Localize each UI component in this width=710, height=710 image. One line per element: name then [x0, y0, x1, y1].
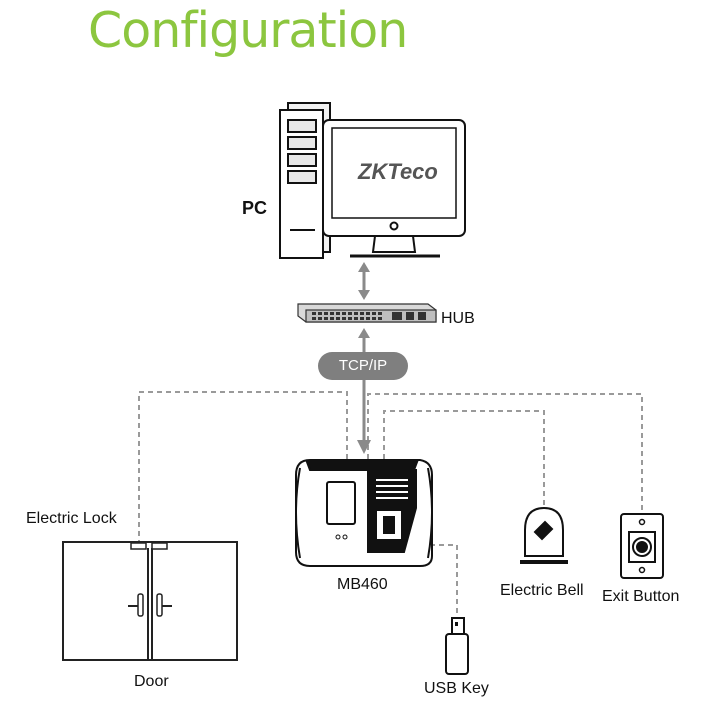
usb-connection-line [430, 544, 458, 618]
hub-label: HUB [441, 310, 475, 327]
electric-bell-icon [520, 506, 568, 564]
pc-label: PC [242, 198, 268, 218]
door-icon [62, 541, 238, 661]
usb-key-icon [445, 617, 469, 675]
lock-connection-line [138, 391, 348, 547]
logo-text: ZKTeco [357, 159, 438, 184]
hub-icon [297, 303, 437, 323]
arrow-up-icon [358, 328, 370, 338]
bell-connection-line [383, 410, 545, 507]
exit-button-label: Exit Button [602, 588, 680, 605]
usb-key-label: USB Key [424, 680, 489, 697]
electric-lock-label: Electric Lock [26, 510, 117, 527]
door-label: Door [134, 673, 169, 690]
tcp-ip-badge: TCP/IP [318, 352, 408, 380]
arrow-up-icon [358, 262, 370, 272]
exit-button-icon [620, 513, 664, 579]
monitor-icon [322, 119, 466, 258]
arrow-down-icon [357, 440, 371, 454]
dashed-connections [138, 391, 643, 618]
page-title: Configuration [88, 2, 408, 59]
exit-button-connection-line [367, 393, 643, 514]
pc-tower-icon [279, 102, 331, 259]
device-label: MB460 [337, 576, 388, 593]
electric-bell-label: Electric Bell [500, 582, 584, 599]
arrow-down-icon [358, 290, 370, 300]
mb460-device-icon [295, 459, 433, 567]
